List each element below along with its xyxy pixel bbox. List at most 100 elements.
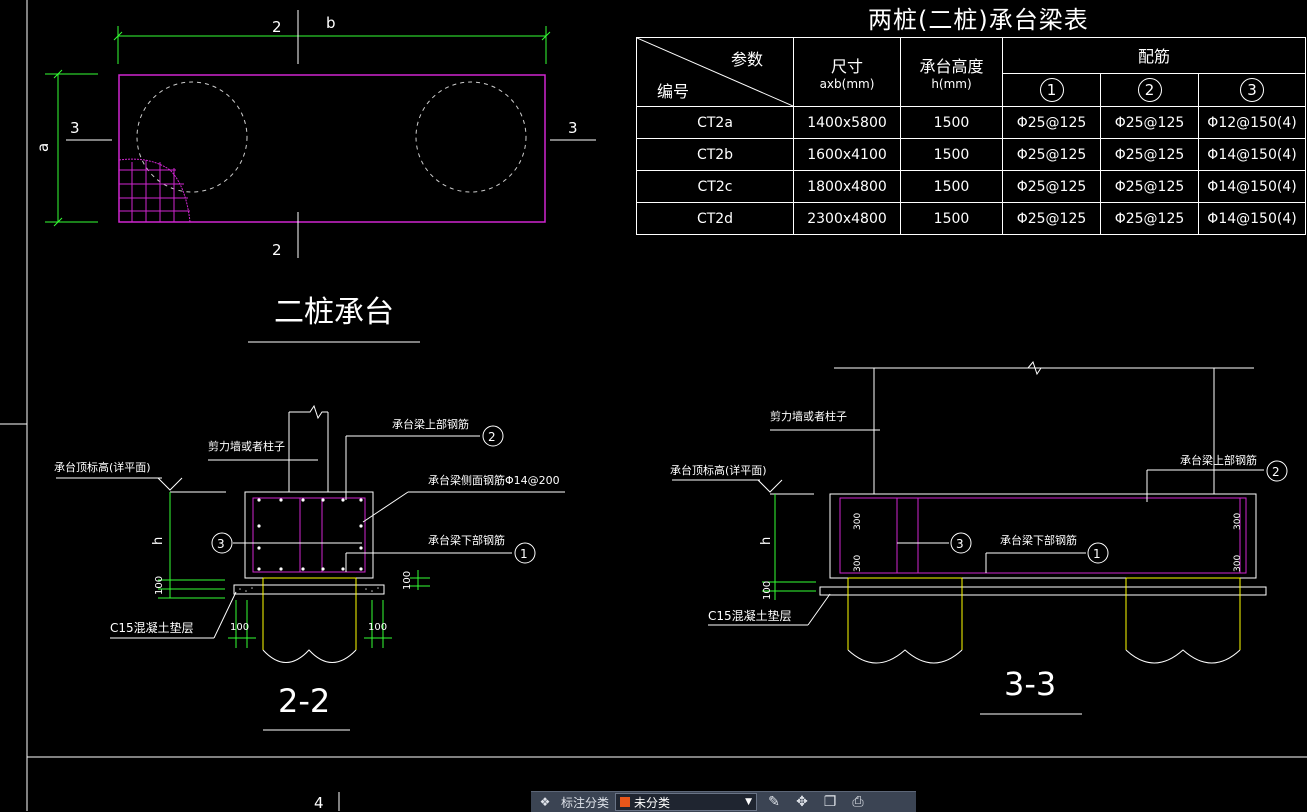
bottom-bar-label: 承台梁下部钢筋	[428, 533, 505, 547]
pile-break-right-3	[1125, 649, 1241, 664]
plan-title: 二桩承台	[274, 295, 394, 330]
cell-r1: Φ25@125	[1002, 170, 1101, 203]
dim-b-label: b	[326, 14, 336, 32]
cell-r3: Φ14@150(4)	[1198, 202, 1306, 235]
cell-size: 1600x4100	[793, 138, 901, 171]
mark-3-3: 3	[956, 537, 964, 551]
cell-code: CT2d	[636, 202, 794, 235]
cell-r3: Φ14@150(4)	[1198, 138, 1306, 171]
section-3-3: 剪力墙或者柱子 承台顶标高(详平面) h 100 承台梁上部钢筋 2 承台梁下部…	[670, 360, 1288, 715]
cell-code: CT2b	[636, 138, 794, 171]
mark-2: 2	[488, 430, 496, 444]
cell-r3: Φ12@150(4)	[1198, 106, 1306, 139]
header-size-label: 尺寸	[830, 57, 863, 76]
dim-100-3: 100	[762, 581, 773, 600]
wall-label: 剪力墙或者柱子	[208, 439, 285, 453]
section-2-bottom-label: 2	[272, 241, 282, 259]
header-code: 编号	[657, 82, 690, 101]
dim-a-label: a	[34, 143, 52, 152]
cell-r2: Φ25@125	[1100, 202, 1199, 235]
cell-size: 2300x4800	[793, 202, 901, 235]
category-label: 标注分类	[561, 795, 610, 810]
table-header-row: 参数 编号 尺寸 axb(mm) 承台高度 h(mm) 配筋	[636, 37, 1306, 107]
category-select[interactable]: 未分类 ▼	[615, 793, 758, 811]
cell-r2: Φ25@125	[1100, 170, 1199, 203]
header-rebar: 配筋	[1002, 37, 1306, 74]
pile-cap-table: 参数 编号 尺寸 axb(mm) 承台高度 h(mm) 配筋 1 2 3 CT2…	[636, 37, 1306, 235]
pile-break	[262, 649, 357, 663]
pad-label: C15混凝土垫层	[110, 620, 194, 635]
print-icon[interactable]: ⎙	[852, 794, 864, 810]
dim-h: h	[151, 537, 166, 545]
pile-circle-right	[415, 81, 527, 193]
header-r3: 3	[1198, 72, 1306, 108]
layers-icon[interactable]: ❖	[539, 795, 551, 809]
plan-view: b a 2 2 3 3 二桩承台	[34, 10, 596, 343]
beam-outline	[244, 491, 374, 579]
header-param: 参数	[730, 50, 763, 69]
stirrup-3	[839, 497, 1247, 574]
bottom-mark: 4	[314, 794, 324, 811]
section-3-left-label: 3	[70, 119, 80, 137]
rebar-dots	[257, 498, 363, 571]
mark-2-3: 2	[1272, 465, 1280, 479]
cell-size: 1800x4800	[793, 170, 901, 203]
mark-1-3: 1	[1093, 547, 1101, 561]
top-bar-label: 承台梁上部钢筋	[392, 417, 469, 431]
mark-1: 1	[520, 547, 528, 561]
diagonal-line	[637, 38, 793, 106]
header-height-unit: h(mm)	[931, 77, 972, 91]
edit-icon[interactable]: ✎	[768, 794, 780, 810]
pile-break-left-3	[847, 649, 963, 664]
category-color-swatch	[620, 797, 631, 807]
cell-code: CT2c	[636, 170, 794, 203]
side-bar-label: 承台梁侧面钢筋Φ14@200	[428, 473, 560, 487]
copy-icon[interactable]: ❐	[823, 794, 837, 810]
top-level-label: 承台顶标高(详平面)	[54, 460, 151, 474]
dim-300-top-right: 300	[1233, 513, 1243, 530]
cell-r2: Φ25@125	[1100, 138, 1199, 171]
section-2-top-label: 2	[272, 18, 282, 36]
cell-size: 1400x5800	[793, 106, 901, 139]
cell-r1: Φ25@125	[1002, 138, 1101, 171]
table-row: CT2a 1400x5800 1500 Φ25@125 Φ25@125 Φ12@…	[636, 106, 1306, 139]
cap-outline	[118, 74, 546, 223]
header-size: 尺寸 axb(mm)	[793, 37, 901, 107]
cell-height: 1500	[900, 106, 1003, 139]
mark-3: 3	[217, 537, 225, 551]
cell-height: 1500	[900, 138, 1003, 171]
header-r2: 2	[1100, 72, 1199, 108]
dim-300-bottom-right: 300	[1233, 555, 1243, 572]
section-3-3-title: 3-3	[1004, 665, 1056, 703]
dim-100-pile-left: 100	[230, 622, 249, 633]
break-mark-3	[1027, 360, 1042, 376]
section-3-right-label: 3	[568, 119, 578, 137]
cell-height: 1500	[900, 202, 1003, 235]
table-row: CT2b 1600x4100 1500 Φ25@125 Φ25@125 Φ14@…	[636, 138, 1306, 171]
move-icon[interactable]: ✥	[796, 794, 808, 810]
cell-r3: Φ14@150(4)	[1198, 170, 1306, 203]
header-size-unit: axb(mm)	[819, 77, 875, 91]
stirrup	[252, 497, 366, 573]
circle-2: 2	[1137, 77, 1162, 102]
cell-code: CT2a	[636, 106, 794, 139]
table-title: 两桩(二桩)承台梁表	[868, 6, 1089, 34]
top-bar-label-3: 承台梁上部钢筋	[1180, 453, 1257, 467]
chevron-down-icon: ▼	[745, 797, 753, 807]
beam-outline-3	[829, 493, 1257, 579]
dim-100-pad: 100	[402, 571, 413, 590]
table-row: CT2d 2300x4800 1500 Φ25@125 Φ25@125 Φ14@…	[636, 202, 1306, 235]
bottom-bar-label-3: 承台梁下部钢筋	[1000, 533, 1077, 547]
section-2-2: 剪力墙或者柱子 承台顶标高(详平面) h 100 承台梁上部钢筋 2 承台梁侧	[54, 404, 565, 731]
pad-label-3: C15混凝土垫层	[708, 608, 792, 623]
break-mark	[289, 404, 328, 420]
section-2-2-title: 2-2	[278, 682, 330, 720]
circle-1: 1	[1039, 77, 1064, 102]
category-value: 未分类	[634, 795, 671, 810]
pad-outline	[233, 584, 385, 595]
cell-r1: Φ25@125	[1002, 106, 1101, 139]
cell-r1: Φ25@125	[1002, 202, 1101, 235]
dim-100-left: 100	[154, 576, 165, 595]
cell-r2: Φ25@125	[1100, 106, 1199, 139]
